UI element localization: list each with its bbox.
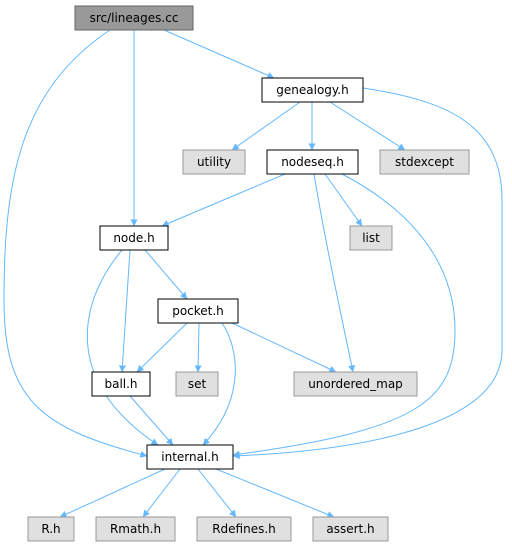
node-list: list (349, 225, 393, 251)
node-box (196, 516, 292, 542)
edge-internal-to-Rdefines (197, 468, 237, 518)
node-box (74, 5, 194, 31)
node-box (157, 298, 239, 324)
node-label: utility (197, 155, 231, 169)
node-label: stdexcept (395, 155, 454, 169)
edge-pocket-to-ball (136, 322, 188, 373)
node-unordered-map: unordered_map (293, 371, 418, 397)
edge-nodeseq-to-internal (232, 173, 456, 458)
edge-pocket-to-internal (202, 322, 236, 446)
edge-genealogy-to-stdexcept (329, 101, 406, 151)
node-box (91, 371, 151, 397)
node-genealogy[interactable]: genealogy.h (261, 77, 364, 103)
node-assert: assert.h (312, 516, 389, 542)
edges-layer (3, 29, 503, 518)
node-internal[interactable]: internal.h (146, 444, 234, 470)
node-box (95, 516, 176, 542)
node-nodeseq[interactable]: nodeseq.h (266, 149, 359, 175)
node-box (349, 225, 393, 251)
edge-node-to-internal (86, 249, 159, 446)
edge-node-to-pocket (144, 249, 188, 300)
node-label: nodeseq.h (281, 155, 344, 169)
node-node[interactable]: node.h (99, 225, 169, 251)
node-Rmath: Rmath.h (95, 516, 176, 542)
edge-root-to-internal (3, 29, 148, 458)
node-label: list (362, 231, 380, 245)
node-label: ball.h (104, 377, 137, 391)
node-set: set (175, 371, 219, 397)
node-label: assert.h (326, 522, 374, 536)
edge-pocket-to-set (194, 322, 202, 373)
node-label: internal.h (161, 450, 218, 464)
node-box (261, 77, 364, 103)
node-box (99, 225, 169, 251)
node-box (379, 149, 470, 175)
node-label: R.h (41, 522, 60, 536)
node-label: genealogy.h (276, 83, 348, 97)
edge-pocket-to-unordered_map (231, 322, 337, 373)
edge-internal-to-R (59, 468, 166, 518)
node-pocket[interactable]: pocket.h (157, 298, 239, 324)
node-box (312, 516, 389, 542)
node-label: Rmath.h (110, 522, 161, 536)
edge-nodeseq-to-unordered_map (313, 173, 356, 373)
node-box (266, 149, 359, 175)
edge-nodeseq-to-list (324, 173, 363, 227)
edge-internal-to-assert (215, 468, 335, 518)
node-Rdefines: Rdefines.h (196, 516, 292, 542)
node-root: src/lineages.cc (74, 5, 194, 31)
node-box (182, 149, 246, 175)
node-label: node.h (113, 231, 154, 245)
node-R: R.h (27, 516, 75, 542)
node-ball[interactable]: ball.h (91, 371, 151, 397)
nodes-layer: src/lineages.cc genealogy.h utility nodeseq… (27, 5, 470, 542)
edge-node-to-ball (118, 249, 131, 373)
node-box (146, 444, 234, 470)
node-box (293, 371, 418, 397)
edge-ball-to-internal (129, 395, 174, 446)
node-label: pocket.h (172, 304, 224, 318)
edge-nodeseq-to-node (161, 173, 286, 227)
node-stdexcept: stdexcept (379, 149, 470, 175)
edge-genealogy-to-internal (232, 87, 503, 460)
node-label: Rdefines.h (212, 522, 276, 536)
edge-internal-to-Rmath (142, 468, 181, 518)
node-label: src/lineages.cc (90, 11, 179, 25)
edge-genealogy-to-utility (231, 101, 301, 151)
node-box (175, 371, 219, 397)
node-box (27, 516, 75, 542)
node-label: unordered_map (308, 377, 403, 391)
node-utility: utility (182, 149, 246, 175)
edge-root-to-genealogy (163, 29, 275, 79)
node-label: set (188, 377, 207, 391)
